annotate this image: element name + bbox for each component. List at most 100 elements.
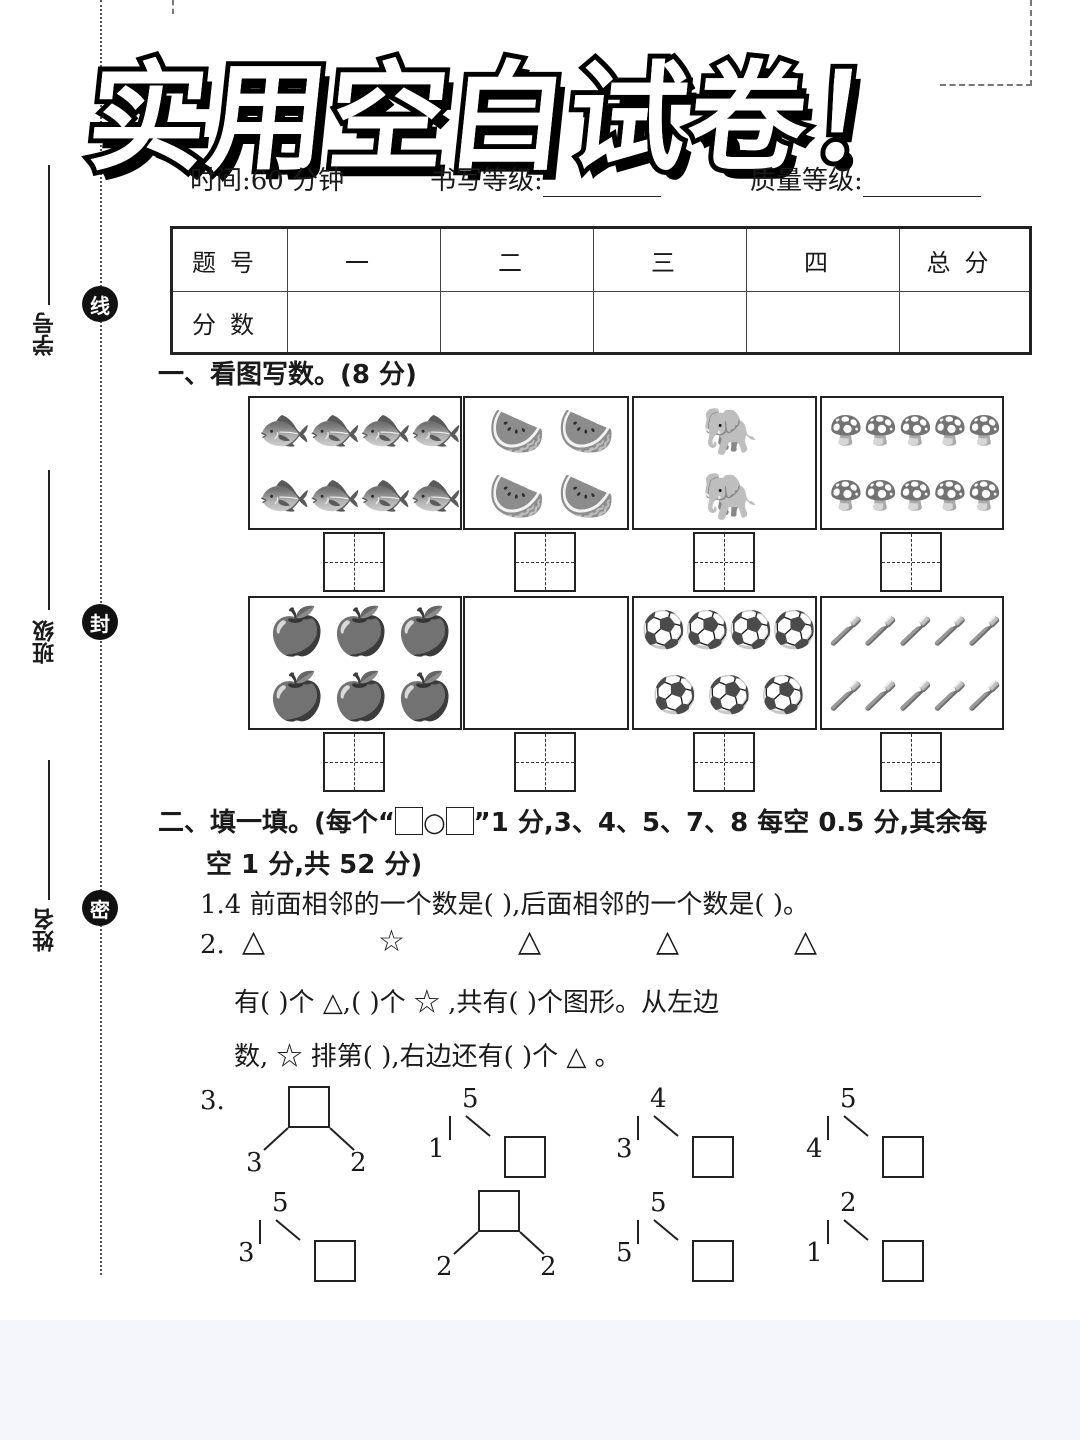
quality-grade-blank[interactable] <box>862 166 981 197</box>
answer-tian-box[interactable] <box>692 532 755 592</box>
bond-left-number: 1 <box>806 1238 823 1268</box>
score-cell[interactable] <box>593 291 747 354</box>
score-cell[interactable] <box>899 291 1031 354</box>
score-cell[interactable] <box>287 291 441 354</box>
bond-line <box>653 1115 679 1137</box>
mushroom-icon: 🍄 <box>932 413 968 447</box>
ball-icon: ⚽ <box>652 674 698 716</box>
bond-right-answer-box[interactable] <box>882 1240 924 1282</box>
answer-tian-box[interactable] <box>514 532 576 592</box>
bond-line <box>329 1127 355 1151</box>
header-cell: 三 <box>593 227 747 292</box>
elephant-icon: 🐘 <box>701 468 759 523</box>
writing-grade-label: 书写等级: <box>430 166 543 196</box>
bond-line <box>263 1127 289 1151</box>
bond-left-number: 5 <box>616 1238 633 1268</box>
picture-box: 🍄🍄🍄🍄🍄🍄🍄🍄🍄🍄 <box>820 396 1004 530</box>
answer-tian-box[interactable] <box>692 732 755 792</box>
header-cell: 二 <box>440 227 594 292</box>
bond-left-number: 3 <box>238 1238 255 1268</box>
tian-mini-icon <box>445 807 474 835</box>
score-row-label: 分数 <box>171 291 288 354</box>
quality-grade-label: 质量等级: <box>750 166 863 196</box>
fish-icon: 🐟 <box>308 405 362 455</box>
bond-top-number: 5 <box>272 1188 289 1218</box>
star-icon: ☆ <box>378 924 405 959</box>
bond-lines <box>259 1219 301 1244</box>
toothbrush-icon: 🪥 <box>967 678 1003 712</box>
bond-lines <box>453 1231 545 1255</box>
bond-right-answer-box[interactable] <box>882 1136 924 1178</box>
writing-grade: 书写等级: <box>430 160 661 197</box>
picture-box: 🐟🐟🐟🐟🐟🐟🐟🐟 <box>248 396 463 530</box>
bond-right-answer-box[interactable] <box>504 1136 546 1178</box>
mushroom-icon: 🍄 <box>828 413 864 447</box>
toothbrush-icon: 🪥 <box>932 613 968 647</box>
writing-grade-blank[interactable] <box>542 166 661 197</box>
bond-lines <box>637 1219 679 1244</box>
score-table: 题号 一 二 三 四 总分 分数 <box>170 226 1032 355</box>
picture-box: 🐘🐘 <box>632 396 817 530</box>
toothbrush-icon: 🪥 <box>932 678 968 712</box>
bond-right-answer-box[interactable] <box>692 1136 734 1178</box>
seal-feng-badge: 封 <box>82 604 118 640</box>
header-fragment-right <box>1030 0 1034 86</box>
quality-grade: 质量等级: <box>750 160 981 197</box>
exam-time: 时间:60 分钟 <box>190 166 345 196</box>
mushroom-icon: 🍄 <box>863 413 899 447</box>
bond-line <box>453 1231 479 1255</box>
answer-tian-box[interactable] <box>323 532 385 592</box>
answer-tian-box[interactable] <box>880 732 942 792</box>
footer-blank-area <box>0 1320 1080 1440</box>
seal-xian-badge: 线 <box>82 286 118 322</box>
bond-lines <box>827 1115 869 1140</box>
ball-icon: ⚽ <box>706 674 752 716</box>
triangle-icon: △ <box>794 924 818 959</box>
picture-box: ⚽⚽⚽⚽⚽⚽⚽ <box>632 596 817 730</box>
bond-top-answer-box[interactable] <box>478 1190 520 1232</box>
bond-top-number: 5 <box>462 1084 479 1114</box>
toothbrush-icon: 🪥 <box>828 613 864 647</box>
student-id-line <box>48 165 50 305</box>
bond-right-answer-box[interactable] <box>314 1240 356 1282</box>
section2-title-circle: ○ <box>422 808 446 838</box>
answer-tian-box[interactable] <box>323 732 385 792</box>
fish-icon: 🐟 <box>358 470 413 520</box>
answer-tian-box[interactable] <box>514 732 576 792</box>
bond-top-answer-box[interactable] <box>288 1086 330 1128</box>
score-table-score-row: 分数 <box>171 291 1031 354</box>
header-fragment-bottom <box>940 84 1032 86</box>
elephant-icon: 🐘 <box>701 403 759 458</box>
header-cell: 一 <box>287 227 441 292</box>
question-2-label: 2. <box>200 930 225 960</box>
toothbrush-icon: 🪥 <box>898 613 933 647</box>
bond-lines <box>637 1115 679 1140</box>
question-2-line1: 有( )个 △,( )个 ☆ ,共有( )个图形。从左边 <box>234 988 719 1018</box>
section2-title-line2: 空 1 分,共 52 分) <box>206 850 423 880</box>
mushroom-icon: 🍄 <box>863 478 899 512</box>
score-cell[interactable] <box>746 291 900 354</box>
answer-tian-box[interactable] <box>880 532 942 592</box>
mushroom-icon: 🍄 <box>967 478 1003 512</box>
apple-icon: 🍎 <box>332 603 390 658</box>
bond-right-answer-box[interactable] <box>692 1240 734 1282</box>
score-cell[interactable] <box>440 291 594 354</box>
triangle-icon: △ <box>242 924 266 959</box>
name-label: 姓名 <box>33 908 58 952</box>
fish-icon: 🐟 <box>257 470 312 520</box>
bond-left-number: 1 <box>428 1134 445 1164</box>
bond-top-number: 2 <box>840 1188 857 1218</box>
bond-line <box>275 1219 301 1241</box>
fish-icon: 🐟 <box>358 405 413 455</box>
picture-box: 🪥🪥🪥🪥🪥🪥🪥🪥🪥🪥 <box>820 596 1004 730</box>
ball-icon: ⚽ <box>771 609 817 651</box>
mushroom-icon: 🍄 <box>828 478 864 512</box>
toothbrush-icon: 🪥 <box>863 613 899 647</box>
question-1: 1.4 前面相邻的一个数是( ),后面相邻的一个数是( )。 <box>200 890 809 920</box>
bond-lines <box>827 1219 869 1244</box>
toothbrush-icon: 🪥 <box>863 678 899 712</box>
